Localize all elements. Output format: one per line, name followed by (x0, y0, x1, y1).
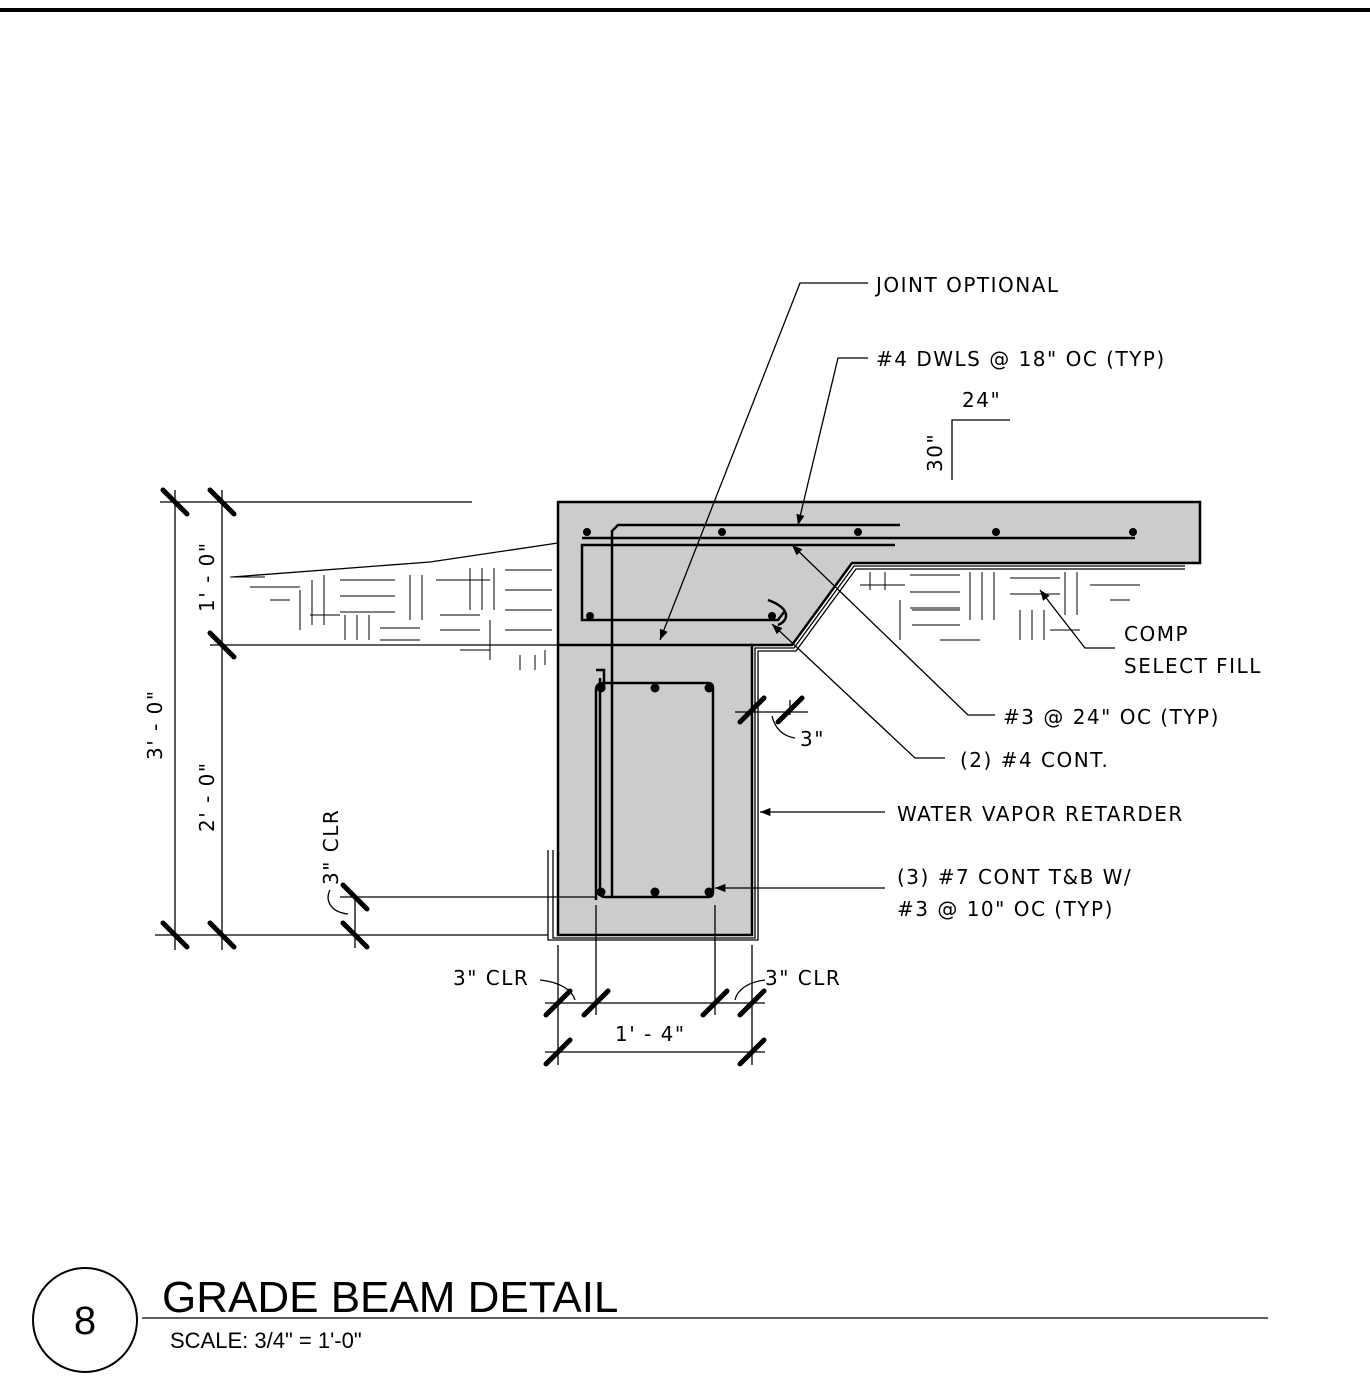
label-vapor-retarder: WATER VAPOR RETARDER (897, 802, 1184, 826)
label-slope-run: 24" (962, 388, 1001, 412)
label-main-bars-2: #3 @ 10" OC (TYP) (897, 897, 1114, 921)
label-dowels: #4 DWLS @ 18" OC (TYP) (876, 347, 1166, 371)
detail-number-bubble (32, 1267, 138, 1373)
dim-lower-height: 2' - 0" (195, 761, 219, 832)
rebar-dot (704, 683, 714, 693)
soil-hatch-left (230, 542, 559, 670)
rebar-dot (768, 612, 776, 620)
label-bottom-clear-right: 3" CLR (765, 966, 841, 990)
bar-hook-end (767, 598, 788, 627)
label-side-clear: 3" (800, 727, 825, 751)
rebar-dot (650, 683, 660, 693)
rebar-dot (718, 528, 726, 536)
rebar-dot (854, 528, 862, 536)
rebar-group (580, 523, 1137, 900)
dim-beam-width: 1' - 4" (615, 1022, 686, 1046)
horizontal-dimensions (539, 695, 808, 1067)
rebar-dot (596, 683, 606, 693)
rebar-dot (992, 528, 1000, 536)
rebar-dot (1129, 528, 1137, 536)
label-slope-rise: 30" (923, 433, 947, 472)
detail-title: GRADE BEAM DETAIL (162, 1273, 618, 1322)
label-main-bars-1: (3) #7 CONT T&B W/ (897, 865, 1132, 889)
slab-hook-bar (580, 543, 895, 622)
vapor-retarder-line (547, 568, 1185, 941)
label-cont-bars: (2) #4 CONT. (960, 748, 1109, 772)
label-comp-fill-1: COMP (1124, 622, 1189, 646)
rebar-dot (704, 887, 714, 897)
label-comp-fill-2: SELECT FILL (1124, 654, 1262, 678)
dim-upper-height: 1' - 0" (195, 541, 219, 612)
label-stirrup-small: #3 @ 24" OC (TYP) (1003, 705, 1220, 729)
title-block: 8 GRADE BEAM DETAIL SCALE: 3/4" = 1'-0" (32, 1267, 1268, 1373)
detail-scale: SCALE: 3/4" = 1'-0" (170, 1328, 362, 1353)
dim-total-height: 3' - 0" (143, 689, 167, 760)
label-bottom-clear-left: 3" CLR (453, 966, 529, 990)
vapor-retarder-inner-line (552, 565, 1185, 939)
rebar-dot (583, 528, 591, 536)
dowel-bar (610, 523, 900, 898)
rebar-dot (596, 887, 606, 897)
stirrup-hook (596, 668, 606, 690)
label-joint-optional: JOINT OPTIONAL (874, 273, 1060, 297)
vertical-dimensions (155, 487, 596, 950)
leader-lines (659, 282, 1115, 893)
rebar-dot (586, 612, 594, 620)
rebar-dot (650, 887, 660, 897)
soil-hatch-right (860, 572, 1140, 641)
concrete-section (556, 500, 1202, 937)
slope-indicator (951, 419, 1010, 480)
detail-number: 8 (74, 1299, 96, 1343)
label-vertical-clear: 3" CLR (319, 809, 343, 885)
